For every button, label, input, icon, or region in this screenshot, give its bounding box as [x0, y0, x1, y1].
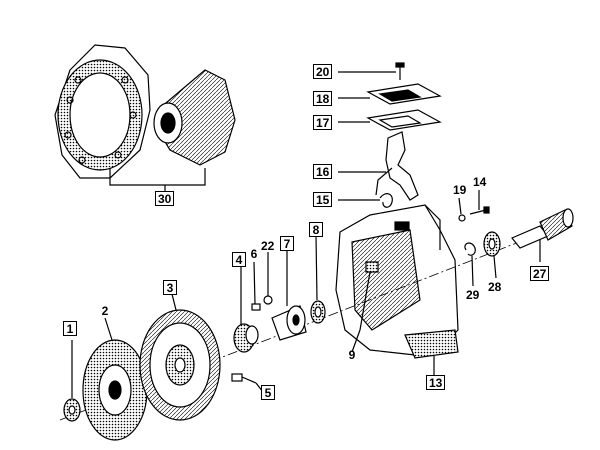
part-17-gasket — [338, 109, 442, 131]
part-14-screw — [469, 190, 490, 215]
callout-20: 20 — [313, 64, 333, 79]
callout-8: 8 — [309, 222, 323, 237]
part-20-bolt — [338, 62, 405, 80]
callout-29: 29 — [466, 288, 480, 302]
bracket-30 — [109, 168, 206, 186]
callout-1: 1 — [63, 321, 77, 336]
part-16-release-fork — [338, 131, 419, 201]
part-13-housing — [335, 204, 459, 375]
callout-14: 14 — [473, 175, 487, 189]
part-22-washer — [263, 252, 273, 305]
callout-2: 2 — [101, 304, 109, 318]
callout-27: 27 — [530, 266, 550, 281]
part-27-input-shaft — [511, 208, 574, 262]
part-18-cover-plate — [338, 83, 442, 105]
callout-7: 7 — [280, 236, 294, 251]
part-15-clip — [338, 193, 393, 208]
callout-9: 9 — [348, 348, 356, 362]
part-30-cone — [153, 69, 236, 166]
callout-6: 6 — [250, 247, 258, 261]
part-9-pin — [351, 261, 379, 353]
part-2-clutch-disc — [82, 317, 148, 441]
part-28-bearing — [483, 231, 501, 279]
callout-19: 19 — [453, 183, 467, 197]
part-4-release-bearing — [233, 265, 259, 353]
part-29-circlip — [464, 242, 476, 287]
part-30-bell-cover — [54, 44, 151, 179]
callout-28: 28 — [488, 280, 502, 294]
part-7-guide-sleeve — [271, 250, 307, 341]
part-19-washer — [458, 197, 466, 222]
part-5-bolt — [231, 373, 264, 393]
callout-22: 22 — [261, 239, 275, 253]
callout-5: 5 — [261, 385, 275, 400]
part-8-seal — [310, 235, 326, 324]
callout-17: 17 — [313, 115, 333, 130]
callout-3: 3 — [163, 280, 177, 295]
part-6-bolt — [251, 261, 261, 311]
callout-16: 16 — [313, 164, 333, 179]
part-3-pressure-plate — [139, 293, 221, 421]
callout-30: 30 — [155, 191, 175, 206]
callout-18: 18 — [313, 91, 333, 106]
callout-13: 13 — [426, 375, 446, 390]
part-1-pilot-bearing — [63, 340, 81, 422]
callout-4: 4 — [232, 252, 246, 267]
callout-15: 15 — [313, 192, 333, 207]
